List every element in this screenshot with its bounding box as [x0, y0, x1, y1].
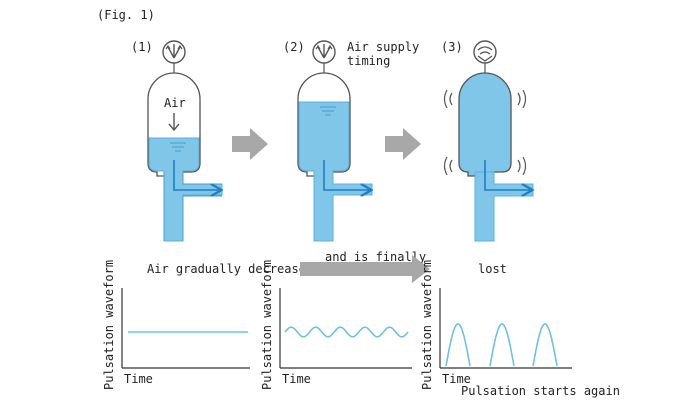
chart-3	[439, 288, 572, 369]
figure-label: (Fig. 1)	[97, 8, 155, 22]
caption-lost: lost	[478, 262, 507, 276]
chart-1-xlabel: Time	[124, 372, 153, 386]
pressure-gauge-2-icon	[312, 40, 336, 73]
step-1-number: (1)	[131, 40, 153, 54]
vessel-1	[147, 40, 222, 242]
caption-finally: and is finally	[325, 250, 427, 264]
chart-2-xlabel: Time	[282, 372, 311, 386]
pressure-gauge-1-icon	[162, 40, 186, 73]
chart-2	[279, 288, 412, 369]
air-supply-timing-line2: timing	[347, 54, 391, 68]
chart-3-waveform	[445, 323, 558, 367]
chart-3-note: Pulsation starts again	[461, 384, 620, 398]
air-label: Air	[164, 96, 186, 110]
step-2-number: (2)	[283, 40, 305, 54]
air-supply-timing-line1: Air supply	[347, 40, 420, 54]
chart-3-xlabel: Time	[442, 372, 471, 386]
air-supply-timing-note: Air supply timing	[347, 40, 419, 68]
chart-2-ylabel: Pulsation waveform	[260, 260, 274, 390]
progress-arrow-2	[385, 128, 421, 160]
chart-3-ylabel: Pulsation waveform	[420, 260, 434, 390]
caption-air-decreases: Air gradually decreases,	[147, 262, 321, 276]
step-3-number: (3)	[441, 40, 463, 54]
finally-arrow	[300, 255, 430, 283]
chart-2-waveform	[284, 326, 409, 338]
chart-1	[121, 288, 250, 369]
vibration-marks-icon	[443, 89, 527, 176]
chart-1-ylabel: Pulsation waveform	[102, 260, 116, 390]
vessel-2	[297, 40, 372, 242]
vessel-3	[443, 40, 534, 242]
pressure-gauge-3-icon	[473, 40, 497, 73]
progress-arrow-1	[232, 128, 268, 160]
